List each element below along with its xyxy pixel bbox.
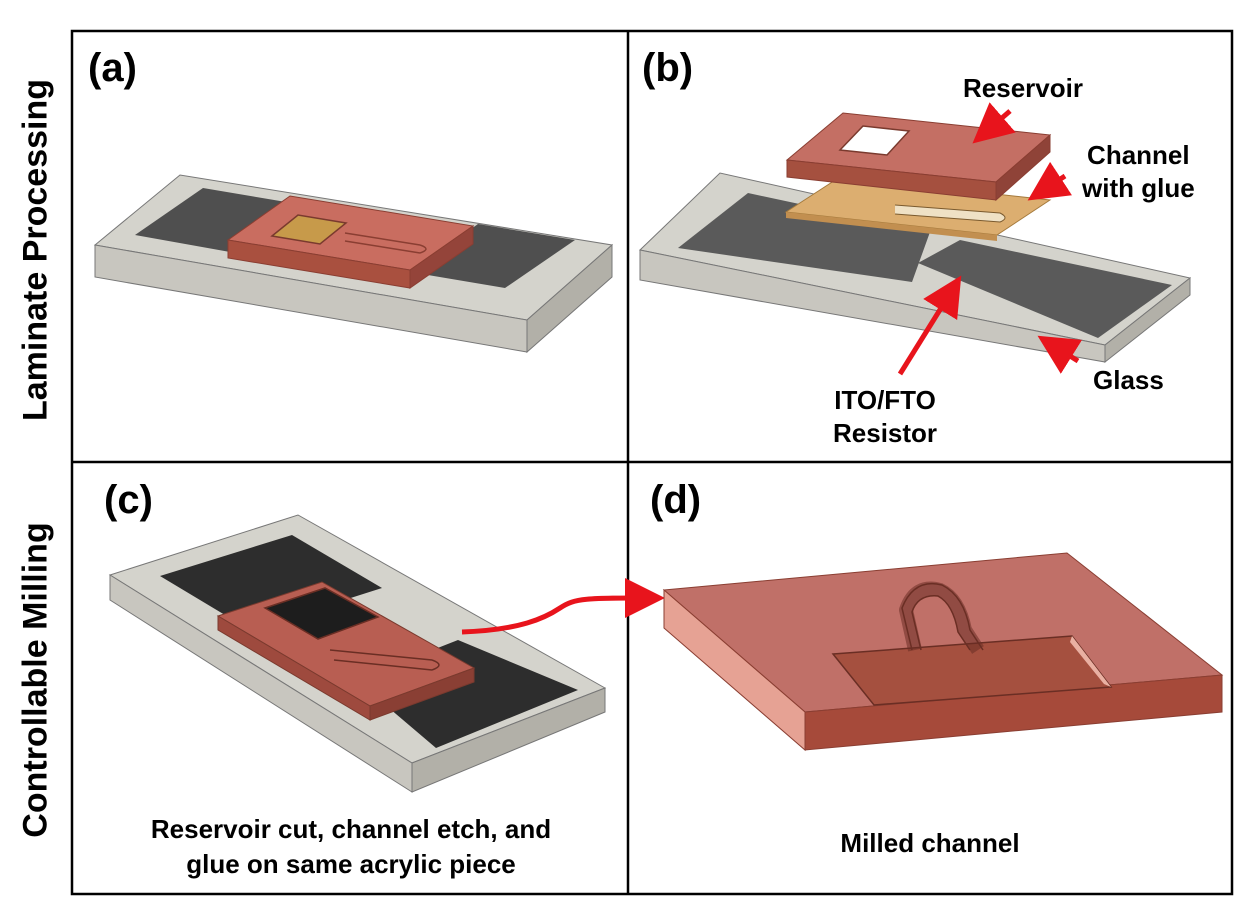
left-electrode bbox=[678, 193, 930, 282]
panel-c-caption: Reservoir cut, channel etch, and glue on… bbox=[86, 812, 616, 882]
reservoir-plate-side bbox=[995, 133, 1051, 202]
glass-slide-right-side bbox=[1104, 276, 1191, 364]
reservoir-arrow bbox=[972, 102, 1016, 144]
reservoir-label: Reservoir bbox=[963, 73, 1083, 103]
channel-glue-layer-edge bbox=[786, 212, 997, 241]
resistor-label: ITO/FTO Resistor bbox=[833, 384, 937, 450]
channel-etch bbox=[344, 232, 427, 254]
panel-b-letter: (b) bbox=[642, 46, 694, 90]
resistor-label-line2: Resistor bbox=[833, 418, 938, 448]
glass-arrow bbox=[1037, 335, 1083, 374]
row-label-laminate-processing: Laminate Processing bbox=[16, 78, 55, 422]
acrylic-block-side bbox=[409, 225, 474, 289]
acrylic-piece-side bbox=[369, 667, 475, 721]
panel-c-illustration bbox=[108, 514, 665, 793]
glass-slide-right-side bbox=[411, 687, 606, 793]
panel-c-letter: (c) bbox=[104, 478, 153, 522]
milled-channel bbox=[899, 581, 984, 654]
right-electrode bbox=[918, 240, 1172, 338]
channel-arrow bbox=[1027, 161, 1073, 201]
panel-c-caption-line2: glue on same acrylic piece bbox=[186, 849, 516, 879]
channel-with-glue-label: Channel with glue bbox=[1082, 139, 1195, 205]
channel-label-line2: with glue bbox=[1082, 173, 1195, 203]
channel-slot bbox=[894, 204, 1006, 223]
panel-frame bbox=[70, 29, 1234, 896]
panel-c-caption-line1: Reservoir cut, channel etch, and bbox=[150, 814, 552, 844]
channel-label-line1: Channel bbox=[1087, 140, 1190, 170]
glass-slide-right-side bbox=[526, 243, 613, 354]
reservoir-glue bbox=[270, 214, 348, 245]
panel-d-caption: Milled channel bbox=[840, 828, 1020, 858]
milled-pocket-wall bbox=[1070, 636, 1111, 687]
left-electrode bbox=[160, 535, 382, 630]
panel-b-illustration bbox=[638, 102, 1192, 376]
glass-label: Glass bbox=[1093, 365, 1164, 395]
right-electrode bbox=[410, 224, 575, 288]
left-electrode bbox=[135, 188, 298, 252]
reservoir-opening bbox=[838, 125, 911, 156]
panel-a-letter: (a) bbox=[88, 46, 137, 90]
panel-a-illustration bbox=[93, 174, 614, 354]
row-label-controllable-milling: Controllable Milling bbox=[16, 522, 55, 838]
milled-channel-outline bbox=[901, 583, 984, 651]
resistor-label-line1: ITO/FTO bbox=[834, 385, 936, 415]
connector-arrow bbox=[461, 578, 665, 635]
panel-d-illustration bbox=[662, 552, 1224, 752]
channel-etch bbox=[329, 649, 440, 671]
panel-d-letter: (d) bbox=[650, 478, 702, 522]
reservoir-cut bbox=[263, 587, 380, 640]
resistor-arrow bbox=[897, 275, 962, 376]
